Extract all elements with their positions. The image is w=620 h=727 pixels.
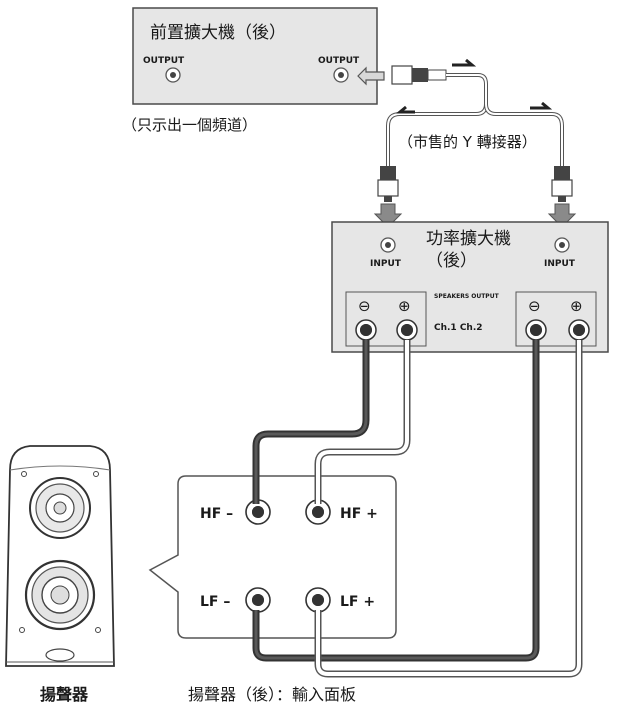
preamp-body bbox=[132, 7, 378, 105]
speaker-cabinet: 揚聲器 bbox=[5, 445, 115, 704]
preamp-channel-note: （只示出一個頻道） bbox=[122, 116, 257, 134]
power-amp-input-right-jack[interactable] bbox=[554, 237, 570, 253]
hf-plus-label: HF + bbox=[340, 506, 378, 522]
ch1-plus-symbol: ⊕ bbox=[398, 297, 411, 315]
ch2-minus-symbol: ⊖ bbox=[528, 297, 541, 315]
y-adapter: （市售的 Y 轉接器） bbox=[373, 58, 577, 228]
ch2-plus-symbol: ⊕ bbox=[570, 297, 583, 315]
y-adapter-label: （市售的 Y 轉接器） bbox=[398, 133, 537, 151]
callout-frame bbox=[148, 475, 397, 639]
lf-plus-label: LF + bbox=[340, 594, 375, 610]
power-amp-title: 功率擴大機 bbox=[426, 229, 511, 249]
speaker-input-panel: HF – HF + LF – LF + 揚聲器（後）：輸入面板 bbox=[148, 475, 397, 704]
preamp-output-left-label: OUTPUT bbox=[143, 56, 185, 66]
lf-minus-label: LF – bbox=[200, 594, 230, 610]
speaker-panel-caption: 揚聲器（後）：輸入面板 bbox=[188, 685, 356, 704]
preamp-output-left-jack[interactable] bbox=[165, 67, 181, 83]
signal-arrow-icon bbox=[530, 101, 553, 110]
insert-arrow-icon bbox=[357, 66, 385, 86]
down-arrow-icon bbox=[373, 203, 403, 228]
cable-ch2-minus-to-lf-minus bbox=[252, 340, 540, 662]
speakers-output-label: SPEAKERS OUTPUT bbox=[434, 293, 500, 300]
cable-ch1-plus-to-hf-plus bbox=[314, 340, 411, 504]
rca-plug-left bbox=[377, 166, 399, 202]
y-cable-trunk bbox=[446, 73, 488, 104]
rca-plug-main bbox=[391, 65, 413, 85]
signal-arrow-icon bbox=[395, 105, 415, 114]
power-amp-input-right-label: INPUT bbox=[544, 259, 576, 269]
hf-minus-label: HF – bbox=[200, 506, 233, 522]
rca-plug-right bbox=[551, 166, 573, 202]
speaker-caption: 揚聲器 bbox=[40, 685, 89, 704]
power-amp-input-left-label: INPUT bbox=[370, 259, 402, 269]
power-amp-title-sub: （後） bbox=[426, 251, 477, 271]
channels-label: Ch.1 Ch.2 bbox=[434, 323, 483, 333]
power-amp-input-left-jack[interactable] bbox=[380, 237, 396, 253]
ch1-minus-symbol: ⊖ bbox=[358, 297, 371, 315]
cable-ch2-plus-to-lf-plus bbox=[314, 340, 583, 678]
preamp-output-right-label: OUTPUT bbox=[318, 56, 360, 66]
down-arrow-icon bbox=[547, 203, 577, 228]
power-amp-unit: 功率擴大機 （後） INPUT INPUT SPEAKERS OUTPUT Ch… bbox=[331, 221, 609, 353]
preamp-title: 前置擴大機（後） bbox=[150, 23, 286, 43]
preamp-unit: 前置擴大機（後） OUTPUT OUTPUT （只示出一個頻道） bbox=[122, 7, 385, 134]
rca-plug-main-body bbox=[412, 68, 428, 82]
cable-ch1-minus-to-hf-minus bbox=[252, 340, 370, 504]
preamp-output-right-jack[interactable] bbox=[333, 67, 349, 83]
signal-arrow-icon bbox=[452, 58, 477, 67]
